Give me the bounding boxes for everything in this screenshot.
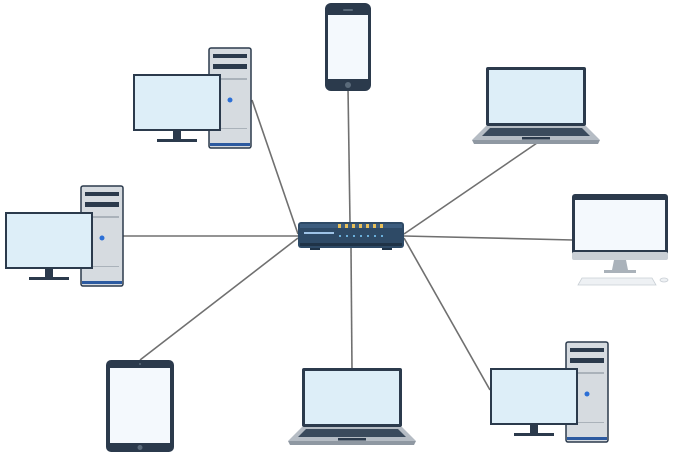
link-tablet	[139, 237, 299, 361]
switch-icon	[298, 222, 404, 250]
links	[123, 87, 574, 391]
tablet-icon	[106, 360, 174, 452]
link-smartphone	[347, 87, 351, 223]
laptop-icon	[288, 368, 416, 445]
laptop-icon	[472, 67, 600, 144]
desktop-pc-icon	[489, 341, 609, 443]
link-pc-top-left	[251, 99, 299, 235]
link-laptop-top-right	[403, 142, 538, 235]
link-imac	[403, 235, 574, 241]
link-laptop-bottom	[350, 247, 353, 371]
smartphone-icon	[325, 3, 371, 91]
desktop-pc-icon	[4, 185, 124, 287]
imac-icon	[571, 193, 669, 286]
link-pc-bottom-right	[403, 237, 491, 391]
desktop-pc-icon	[132, 47, 252, 149]
